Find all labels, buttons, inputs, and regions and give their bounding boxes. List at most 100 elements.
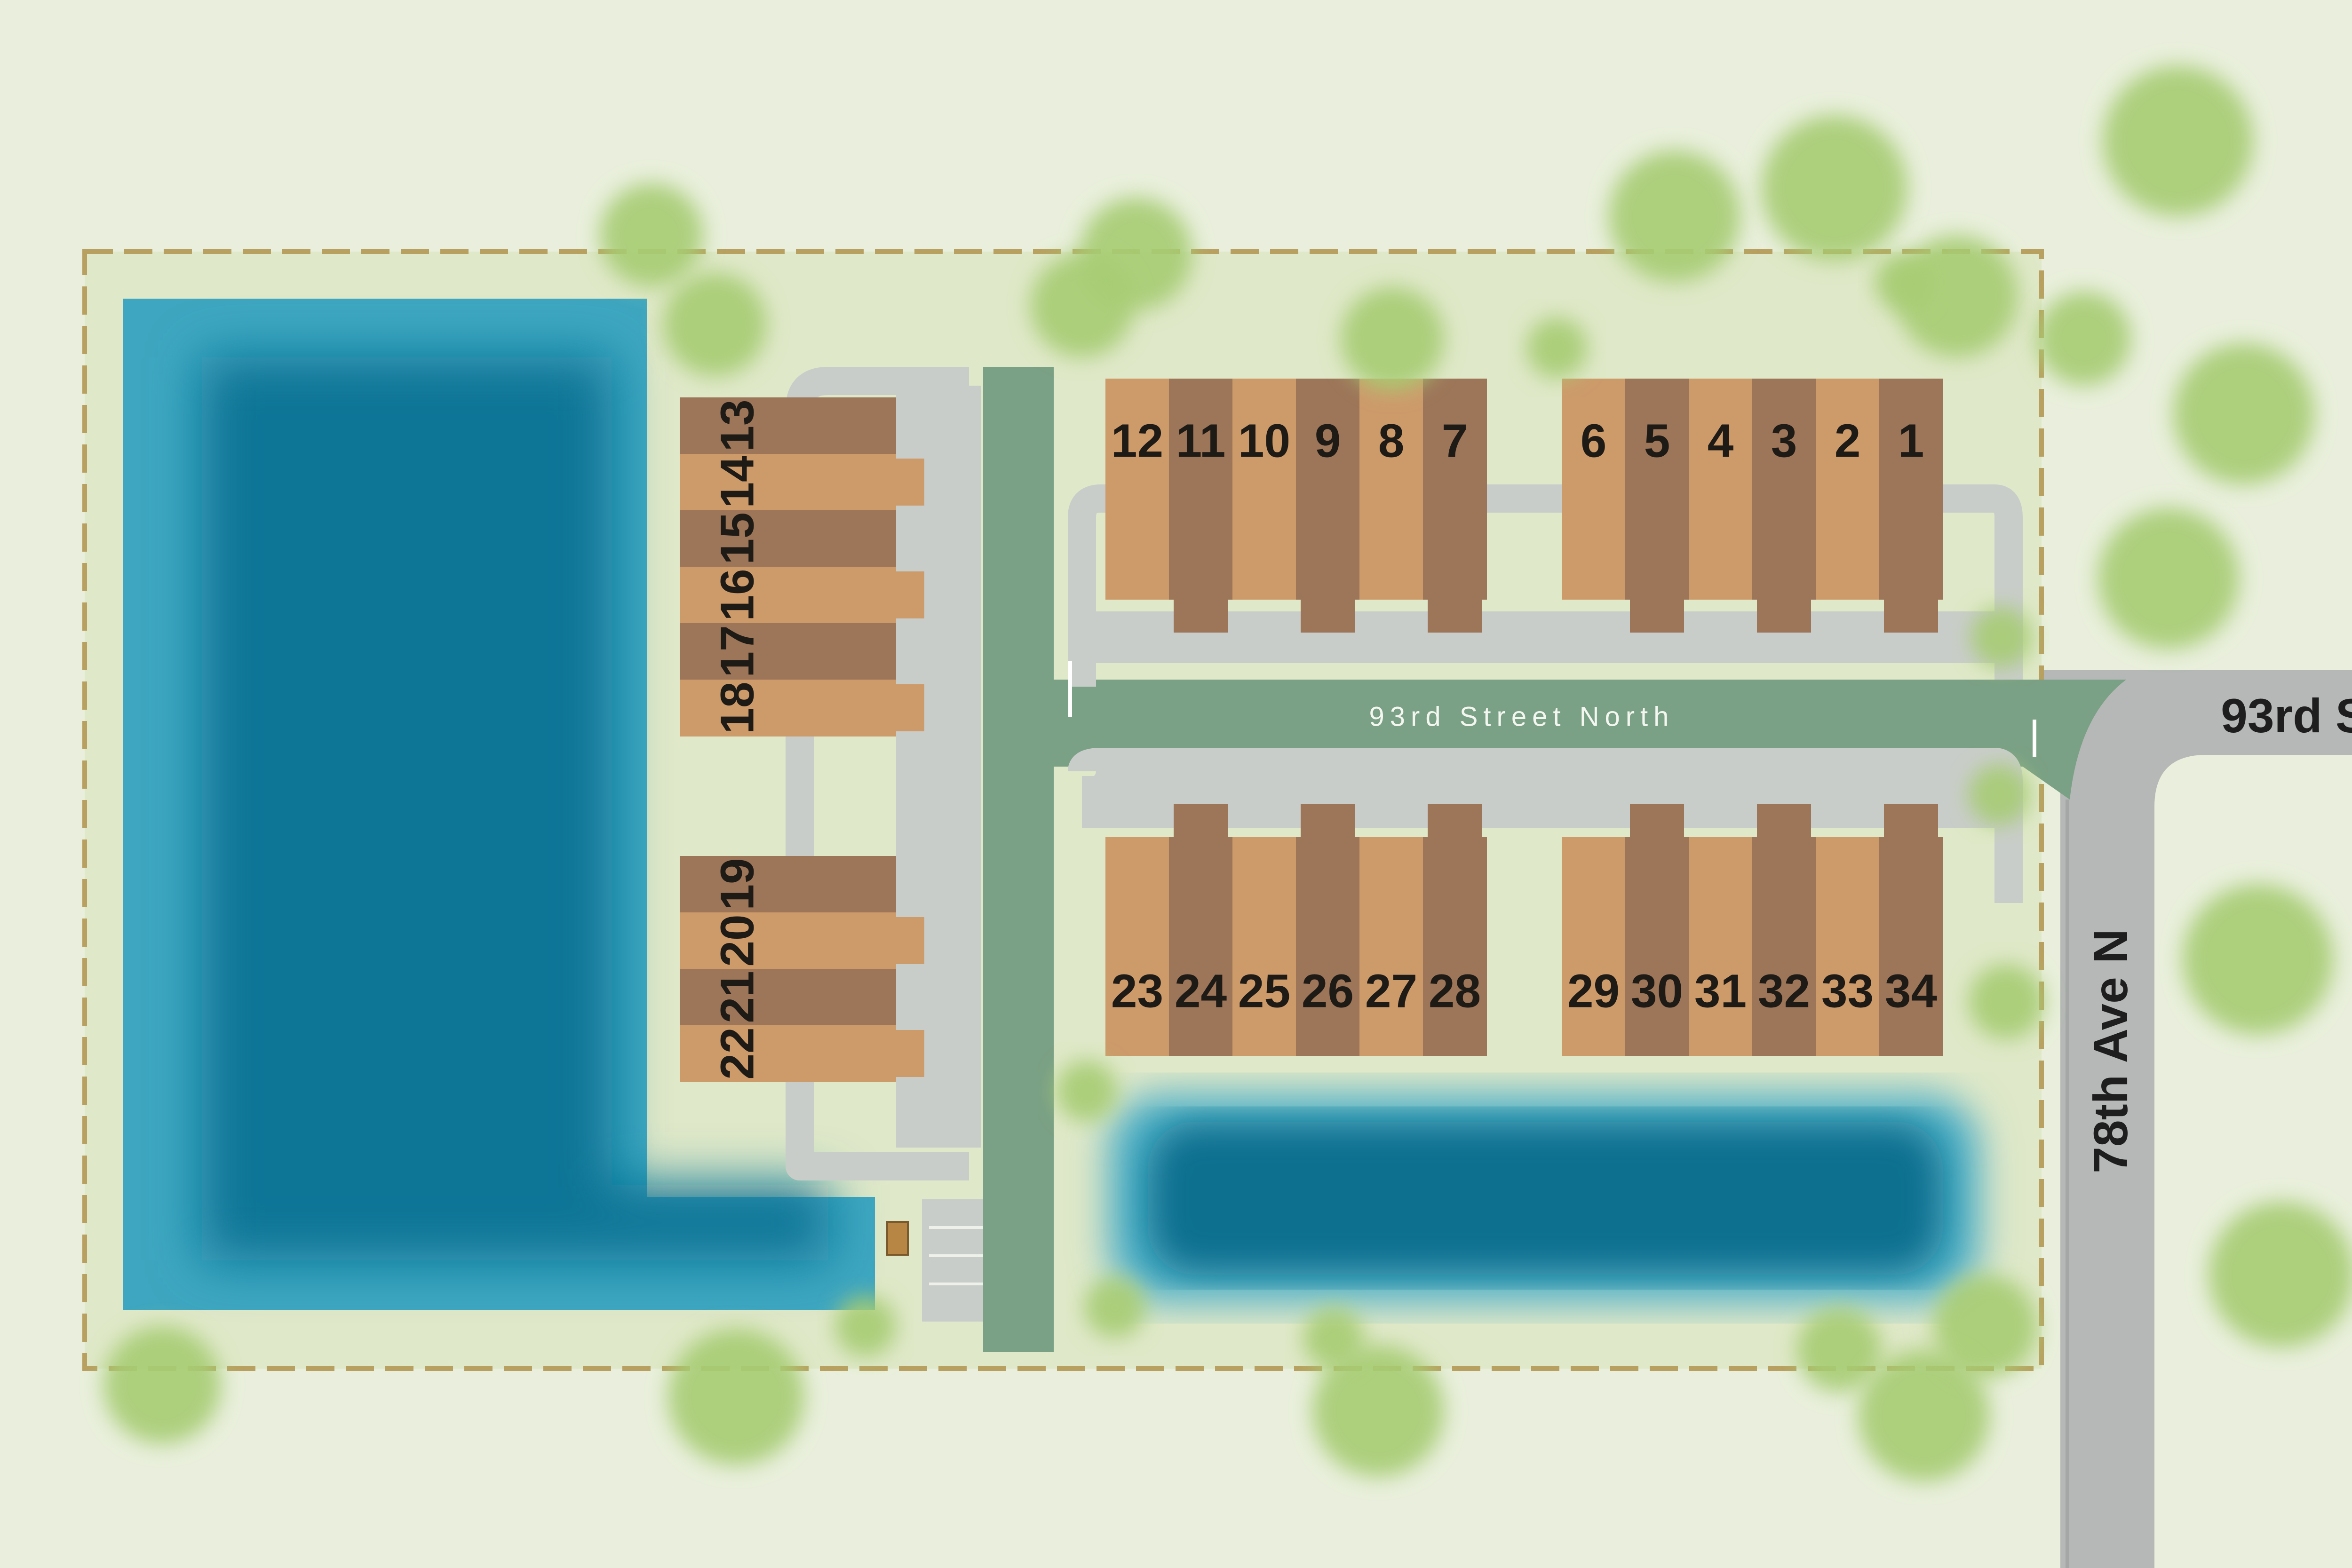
unit-29 [1562,837,1626,1056]
retention-pond-south [1108,1093,1980,1303]
tree-canopy [1797,1307,1882,1392]
tree-canopy [668,1329,804,1465]
unit-11 [1169,379,1233,600]
unit-4 [1689,379,1753,600]
lot-number-29: 29 [1567,965,1620,1017]
parking-pad-north [1082,611,2009,663]
lot-number-8: 8 [1378,414,1405,467]
unit-2 [1816,379,1880,600]
retention-pond-west [123,299,875,1310]
unit-8 [1359,379,1423,600]
lot-number-20: 20 [711,914,763,966]
parking-stalls-sw [929,1226,983,1285]
tree-canopy [1526,317,1588,379]
unit-16 [680,567,896,624]
tree-canopy [1762,115,1907,261]
tree-canopy [2183,884,2333,1035]
unit-5-garage [1630,600,1684,633]
lot-number-23: 23 [1111,965,1163,1017]
unit-33 [1816,837,1880,1056]
unit-20-garage [896,917,924,964]
lot-number-11: 11 [1176,414,1226,467]
lot-number-13: 13 [711,399,763,451]
lot-number-30: 30 [1631,965,1683,1017]
unit-11-garage [1174,600,1228,633]
unit-12 [1105,379,1169,600]
tree-canopy [2103,66,2253,216]
tree-canopy [835,1296,896,1357]
parking-pad-south [1082,776,2009,828]
lot-number-5: 5 [1644,414,1670,467]
unit-30 [1625,837,1689,1056]
unit-34-garage [1884,804,1938,837]
lot-number-18: 18 [711,681,763,734]
tree-canopy [2037,292,2131,386]
unit-1-garage [1884,600,1938,633]
unit-28 [1423,837,1487,1056]
unit-20 [680,912,896,969]
unit-10 [1232,379,1296,600]
unit-32 [1752,837,1816,1056]
lot-number-25: 25 [1238,965,1290,1017]
unit-9-garage [1301,600,1355,633]
tree-canopy [2209,1202,2352,1347]
lot-number-16: 16 [711,569,763,621]
lot-number-28: 28 [1429,965,1481,1017]
unit-18-garage [896,684,924,731]
unit-26 [1296,837,1360,1056]
road-junction [2023,680,2126,800]
lot-number-24: 24 [1175,965,1227,1017]
unit-30-garage [1630,804,1684,837]
unit-17 [680,623,896,680]
unit-34 [1879,837,1943,1056]
lot-number-17: 17 [711,625,763,677]
lot-number-31: 31 [1694,965,1747,1017]
tree-canopy [2173,343,2314,484]
tree-canopy [600,183,703,287]
unit-14-garage [896,459,924,506]
unit-19 [680,856,896,913]
unit-25 [1232,837,1296,1056]
main-road-vertical [983,367,1054,1352]
tree-canopy [1875,254,1931,310]
tree-canopy [1056,1061,1117,1122]
unit-26-garage [1301,804,1355,837]
tree-canopy [1312,1345,1444,1477]
street-label-93rd-st-n: 93rd St N [2221,689,2352,743]
unit-7-garage [1428,600,1482,633]
lot-number-32: 32 [1758,965,1810,1017]
street-label-78th-ave-n: 78th Ave N [2084,929,2137,1173]
tree-canopy [1933,1275,2037,1378]
unit-27 [1359,837,1423,1056]
lot-number-22: 22 [711,1027,763,1079]
lot-number-3: 3 [1771,414,1797,467]
unit-23 [1105,837,1169,1056]
tree-canopy [1896,235,2018,357]
lot-number-33: 33 [1821,965,1874,1017]
unit-21 [680,969,896,1026]
tree-canopy [1969,764,2030,825]
unit-5 [1625,379,1689,600]
lot-number-10: 10 [1238,414,1290,467]
unit-13 [680,397,896,454]
unit-22 [680,1025,896,1082]
unit-1 [1879,379,1943,600]
tree-canopy [1084,1277,1145,1338]
site-boundary [82,249,2044,1371]
unit-6 [1562,379,1626,600]
lot-number-21: 21 [711,971,763,1023]
unit-22-garage [896,1030,924,1077]
parking-pad-west [896,386,981,1148]
unit-31 [1689,837,1753,1056]
lot-number-19: 19 [711,858,763,910]
lot-number-26: 26 [1302,965,1354,1017]
tree-canopy [2098,508,2239,649]
lot-number-27: 27 [1365,965,1417,1017]
lot-number-34: 34 [1885,965,1938,1017]
lot-number-6: 6 [1581,414,1607,467]
